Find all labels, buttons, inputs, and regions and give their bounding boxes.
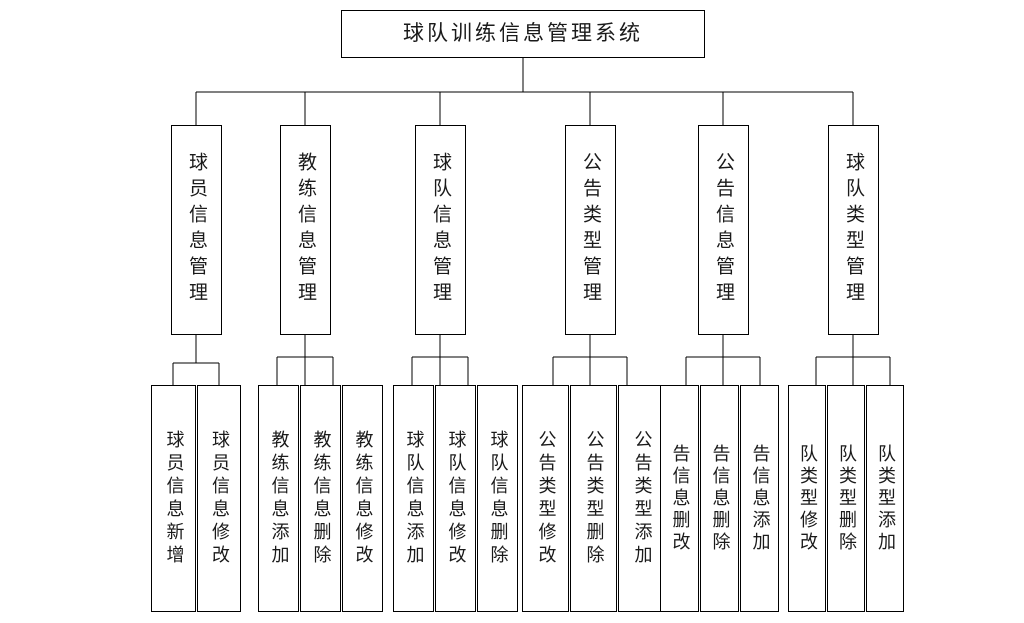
node-leaf-label: 球队信息修改 xyxy=(445,429,467,568)
node-leaf-coach-info-delete[interactable]: 教练信息删除 xyxy=(300,385,341,612)
node-level2-label: 公告信息管理 xyxy=(713,152,735,308)
node-leaf-team-type-edit[interactable]: 队类型修改 xyxy=(788,385,826,612)
node-leaf-label: 球队信息删除 xyxy=(487,429,509,568)
node-level2-label: 球员信息管理 xyxy=(186,152,208,308)
node-leaf-label: 队类型添加 xyxy=(875,443,896,554)
node-leaf-notice-type-delete[interactable]: 公告类型删除 xyxy=(570,385,617,612)
node-leaf-team-type-add[interactable]: 队类型添加 xyxy=(866,385,904,612)
node-level2-label: 球队信息管理 xyxy=(430,152,452,308)
node-level2-coach-info[interactable]: 教练信息管理 xyxy=(280,125,331,335)
node-leaf-coach-info-add[interactable]: 教练信息添加 xyxy=(258,385,299,612)
node-leaf-notice-info-edit[interactable]: 告信息删改 xyxy=(660,385,699,612)
node-level2-player-info[interactable]: 球员信息管理 xyxy=(171,125,222,335)
node-level2-label: 教练信息管理 xyxy=(295,152,317,308)
node-leaf-label: 公告类型修改 xyxy=(535,429,557,568)
node-root[interactable]: 球队训练信息管理系统 xyxy=(341,10,705,58)
node-leaf-player-info-add[interactable]: 球员信息新增 xyxy=(151,385,196,612)
node-leaf-team-type-delete[interactable]: 队类型删除 xyxy=(827,385,865,612)
node-leaf-label: 告信息添加 xyxy=(749,443,771,554)
node-level2-team-info[interactable]: 球队信息管理 xyxy=(415,125,466,335)
node-leaf-label: 教练信息删除 xyxy=(310,429,332,568)
node-leaf-notice-info-delete[interactable]: 告信息删除 xyxy=(700,385,739,612)
node-leaf-label: 球员信息新增 xyxy=(163,429,185,568)
node-leaf-label: 队类型删除 xyxy=(836,443,857,554)
node-leaf-label: 告信息删改 xyxy=(669,443,691,554)
node-leaf-notice-info-add[interactable]: 告信息添加 xyxy=(740,385,779,612)
node-level2-notice-info[interactable]: 公告信息管理 xyxy=(698,125,749,335)
node-leaf-label: 公告类型删除 xyxy=(583,429,605,568)
node-root-label: 球队训练信息管理系统 xyxy=(403,21,643,46)
node-leaf-team-info-edit[interactable]: 球队信息修改 xyxy=(435,385,476,612)
node-leaf-coach-info-edit[interactable]: 教练信息修改 xyxy=(342,385,383,612)
node-leaf-notice-type-edit[interactable]: 公告类型修改 xyxy=(522,385,569,612)
node-leaf-label: 教练信息修改 xyxy=(352,429,374,568)
node-leaf-label: 球队信息添加 xyxy=(403,429,425,568)
node-leaf-label: 告信息删除 xyxy=(709,443,731,554)
node-leaf-team-info-add[interactable]: 球队信息添加 xyxy=(393,385,434,612)
node-leaf-label: 队类型修改 xyxy=(797,443,818,554)
node-leaf-team-info-delete[interactable]: 球队信息删除 xyxy=(477,385,518,612)
node-leaf-label: 公告类型添加 xyxy=(631,429,653,568)
node-leaf-notice-type-add[interactable]: 公告类型添加 xyxy=(618,385,665,612)
node-level2-label: 公告类型管理 xyxy=(580,152,602,308)
node-leaf-label: 教练信息添加 xyxy=(268,429,290,568)
node-leaf-player-info-edit[interactable]: 球员信息修改 xyxy=(197,385,241,612)
node-level2-team-type[interactable]: 球队类型管理 xyxy=(828,125,879,335)
node-level2-label: 球队类型管理 xyxy=(843,152,865,308)
node-leaf-label: 球员信息修改 xyxy=(209,429,230,568)
node-level2-notice-type[interactable]: 公告类型管理 xyxy=(565,125,616,335)
